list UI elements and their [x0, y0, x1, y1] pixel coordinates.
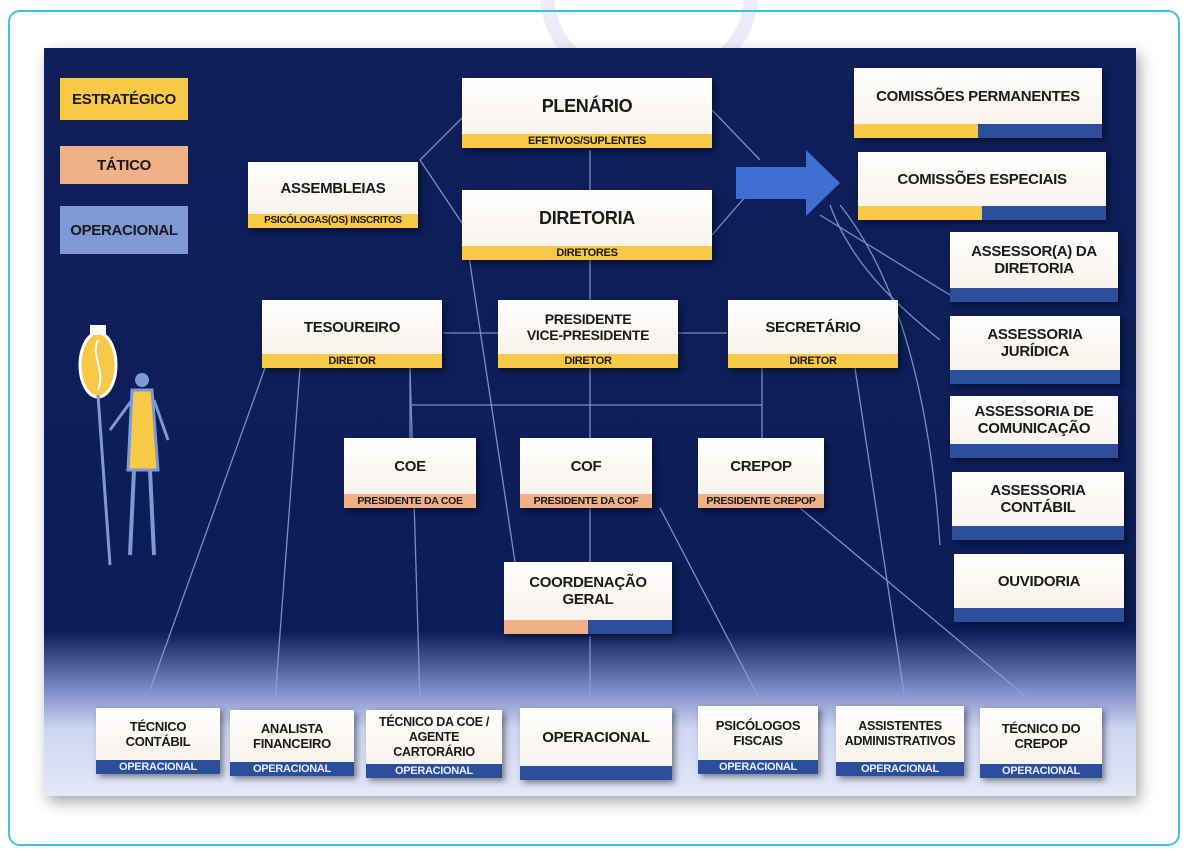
bottom-tecnico-crepop-box: TÉCNICO DO CREPOP OPERACIONAL [980, 708, 1102, 778]
diretoria-title: DIRETORIA [539, 207, 635, 228]
bottom-analista-financeiro-box: ANALISTA FINANCEIRO OPERACIONAL [230, 710, 354, 776]
legend-operacional: OPERACIONAL [60, 206, 188, 254]
bottom-subtitle [520, 766, 672, 780]
comissoes-permanentes-title: COMISSÕES PERMANENTES [876, 87, 1080, 105]
bottom-title: TÉCNICO DA COE / AGENTE CARTORÁRIO [378, 714, 490, 759]
bottom-operacional-box: OPERACIONAL [520, 708, 672, 780]
bottom-psicologos-fiscais-box: PSICÓLOGOS FISCAIS OPERACIONAL [698, 706, 818, 774]
bottom-subtitle: OPERACIONAL [96, 760, 220, 774]
vice-presidente-title: VICE-PRESIDENTE [526, 327, 650, 343]
outer-frame [8, 10, 1180, 846]
legend-tatico: TÁTICO [60, 146, 188, 184]
advisory-label: ASSESSORIA DE COMUNICAÇÃO [974, 403, 1094, 437]
bottom-subtitle: OPERACIONAL [980, 764, 1102, 778]
tesoureiro-title: TESOUREIRO [303, 318, 401, 336]
assembleias-title: ASSEMBLEIAS [280, 179, 386, 197]
bottom-tecnico-coe-box: TÉCNICO DA COE / AGENTE CARTORÁRIO OPERA… [366, 710, 502, 778]
legend-tatico-label: TÁTICO [96, 156, 152, 174]
bottom-title: TÉCNICO CONTÁBIL [125, 719, 191, 749]
coordenacao-geral-title: COORDENAÇÃO GERAL [529, 574, 647, 608]
advisory-label: ASSESSOR(A) DA DIRETORIA [971, 243, 1097, 277]
advisory-comunicacao-box: ASSESSORIA DE COMUNICAÇÃO [950, 396, 1118, 458]
secretario-title: SECRETÁRIO [765, 318, 861, 336]
presidente-box: PRESIDENTE VICE-PRESIDENTE DIRETOR [498, 300, 678, 368]
legend-estrategico-label: ESTRATÉGICO [72, 90, 176, 108]
bottom-subtitle: OPERACIONAL [230, 762, 354, 776]
advisory-juridica-box: ASSESSORIA JURÍDICA [950, 316, 1120, 384]
crepop-box: CREPOP PRESIDENTE CREPOP [698, 438, 824, 508]
advisory-contabil-box: ASSESSORIA CONTÁBIL [952, 472, 1124, 540]
assembleias-box: ASSEMBLEIAS PSICÓLOGAS(OS) INSCRITOS [248, 162, 418, 228]
coe-subtitle: PRESIDENTE DA COE [344, 494, 476, 508]
bottom-subtitle: OPERACIONAL [836, 762, 964, 776]
advisory-label: ASSESSORIA CONTÁBIL [990, 482, 1086, 516]
cof-box: COF PRESIDENTE DA COF [520, 438, 652, 508]
advisory-label: OUVIDORIA [997, 572, 1081, 590]
advisory-ouvidoria-box: OUVIDORIA [954, 554, 1124, 622]
tesoureiro-subtitle: DIRETOR [262, 354, 442, 368]
bottom-title: ANALISTA FINANCEIRO [253, 721, 331, 751]
secretario-box: SECRETÁRIO DIRETOR [728, 300, 898, 368]
figure-illustration [78, 325, 170, 566]
bottom-title: OPERACIONAL [542, 728, 650, 746]
bottom-title: PSICÓLOGOS FISCAIS [715, 718, 801, 748]
diretoria-subtitle: DIRETORES [462, 246, 712, 260]
legend-estrategico: ESTRATÉGICO [60, 78, 188, 120]
coe-title: COE [394, 457, 426, 475]
legend-operacional-label: OPERACIONAL [70, 221, 178, 239]
crepop-subtitle: PRESIDENTE CREPOP [698, 494, 824, 508]
plenario-title: PLENÁRIO [541, 95, 633, 116]
crepop-title: CREPOP [730, 457, 792, 475]
comissoes-especiais-box: COMISSÕES ESPECIAIS [858, 152, 1106, 220]
bottom-title: TÉCNICO DO CREPOP [1001, 721, 1081, 751]
comissoes-especiais-title: COMISSÕES ESPECIAIS [897, 170, 1067, 188]
coordenacao-geral-box: COORDENAÇÃO GERAL [504, 562, 672, 634]
tesoureiro-box: TESOUREIRO DIRETOR [262, 300, 442, 368]
cof-subtitle: PRESIDENTE DA COF [520, 494, 652, 508]
assembleias-subtitle: PSICÓLOGAS(OS) INSCRITOS [248, 214, 418, 228]
bottom-subtitle: OPERACIONAL [698, 760, 818, 774]
plenario-box: PLENÁRIO EFETIVOS/SUPLENTES [462, 78, 712, 148]
bottom-title: ASSISTENTES ADMINISTRATIVOS [844, 719, 956, 748]
coe-box: COE PRESIDENTE DA COE [344, 438, 476, 508]
plenario-subtitle: EFETIVOS/SUPLENTES [462, 134, 712, 148]
bottom-assistentes-box: ASSISTENTES ADMINISTRATIVOS OPERACIONAL [836, 706, 964, 776]
advisory-label: ASSESSORIA JURÍDICA [987, 326, 1083, 360]
bottom-subtitle: OPERACIONAL [366, 764, 502, 778]
presidente-subtitle: DIRETOR [498, 354, 678, 368]
bottom-tecnico-contabil-box: TÉCNICO CONTÁBIL OPERACIONAL [96, 708, 220, 774]
secretario-subtitle: DIRETOR [728, 354, 898, 368]
comissoes-permanentes-box: COMISSÕES PERMANENTES [854, 68, 1102, 138]
cof-title: COF [570, 457, 602, 475]
diretoria-box: DIRETORIA DIRETORES [462, 190, 712, 260]
right-arrow-icon [736, 150, 840, 216]
advisory-assessor-diretoria-box: ASSESSOR(A) DA DIRETORIA [950, 232, 1118, 302]
presidente-title: PRESIDENTE [544, 311, 632, 327]
